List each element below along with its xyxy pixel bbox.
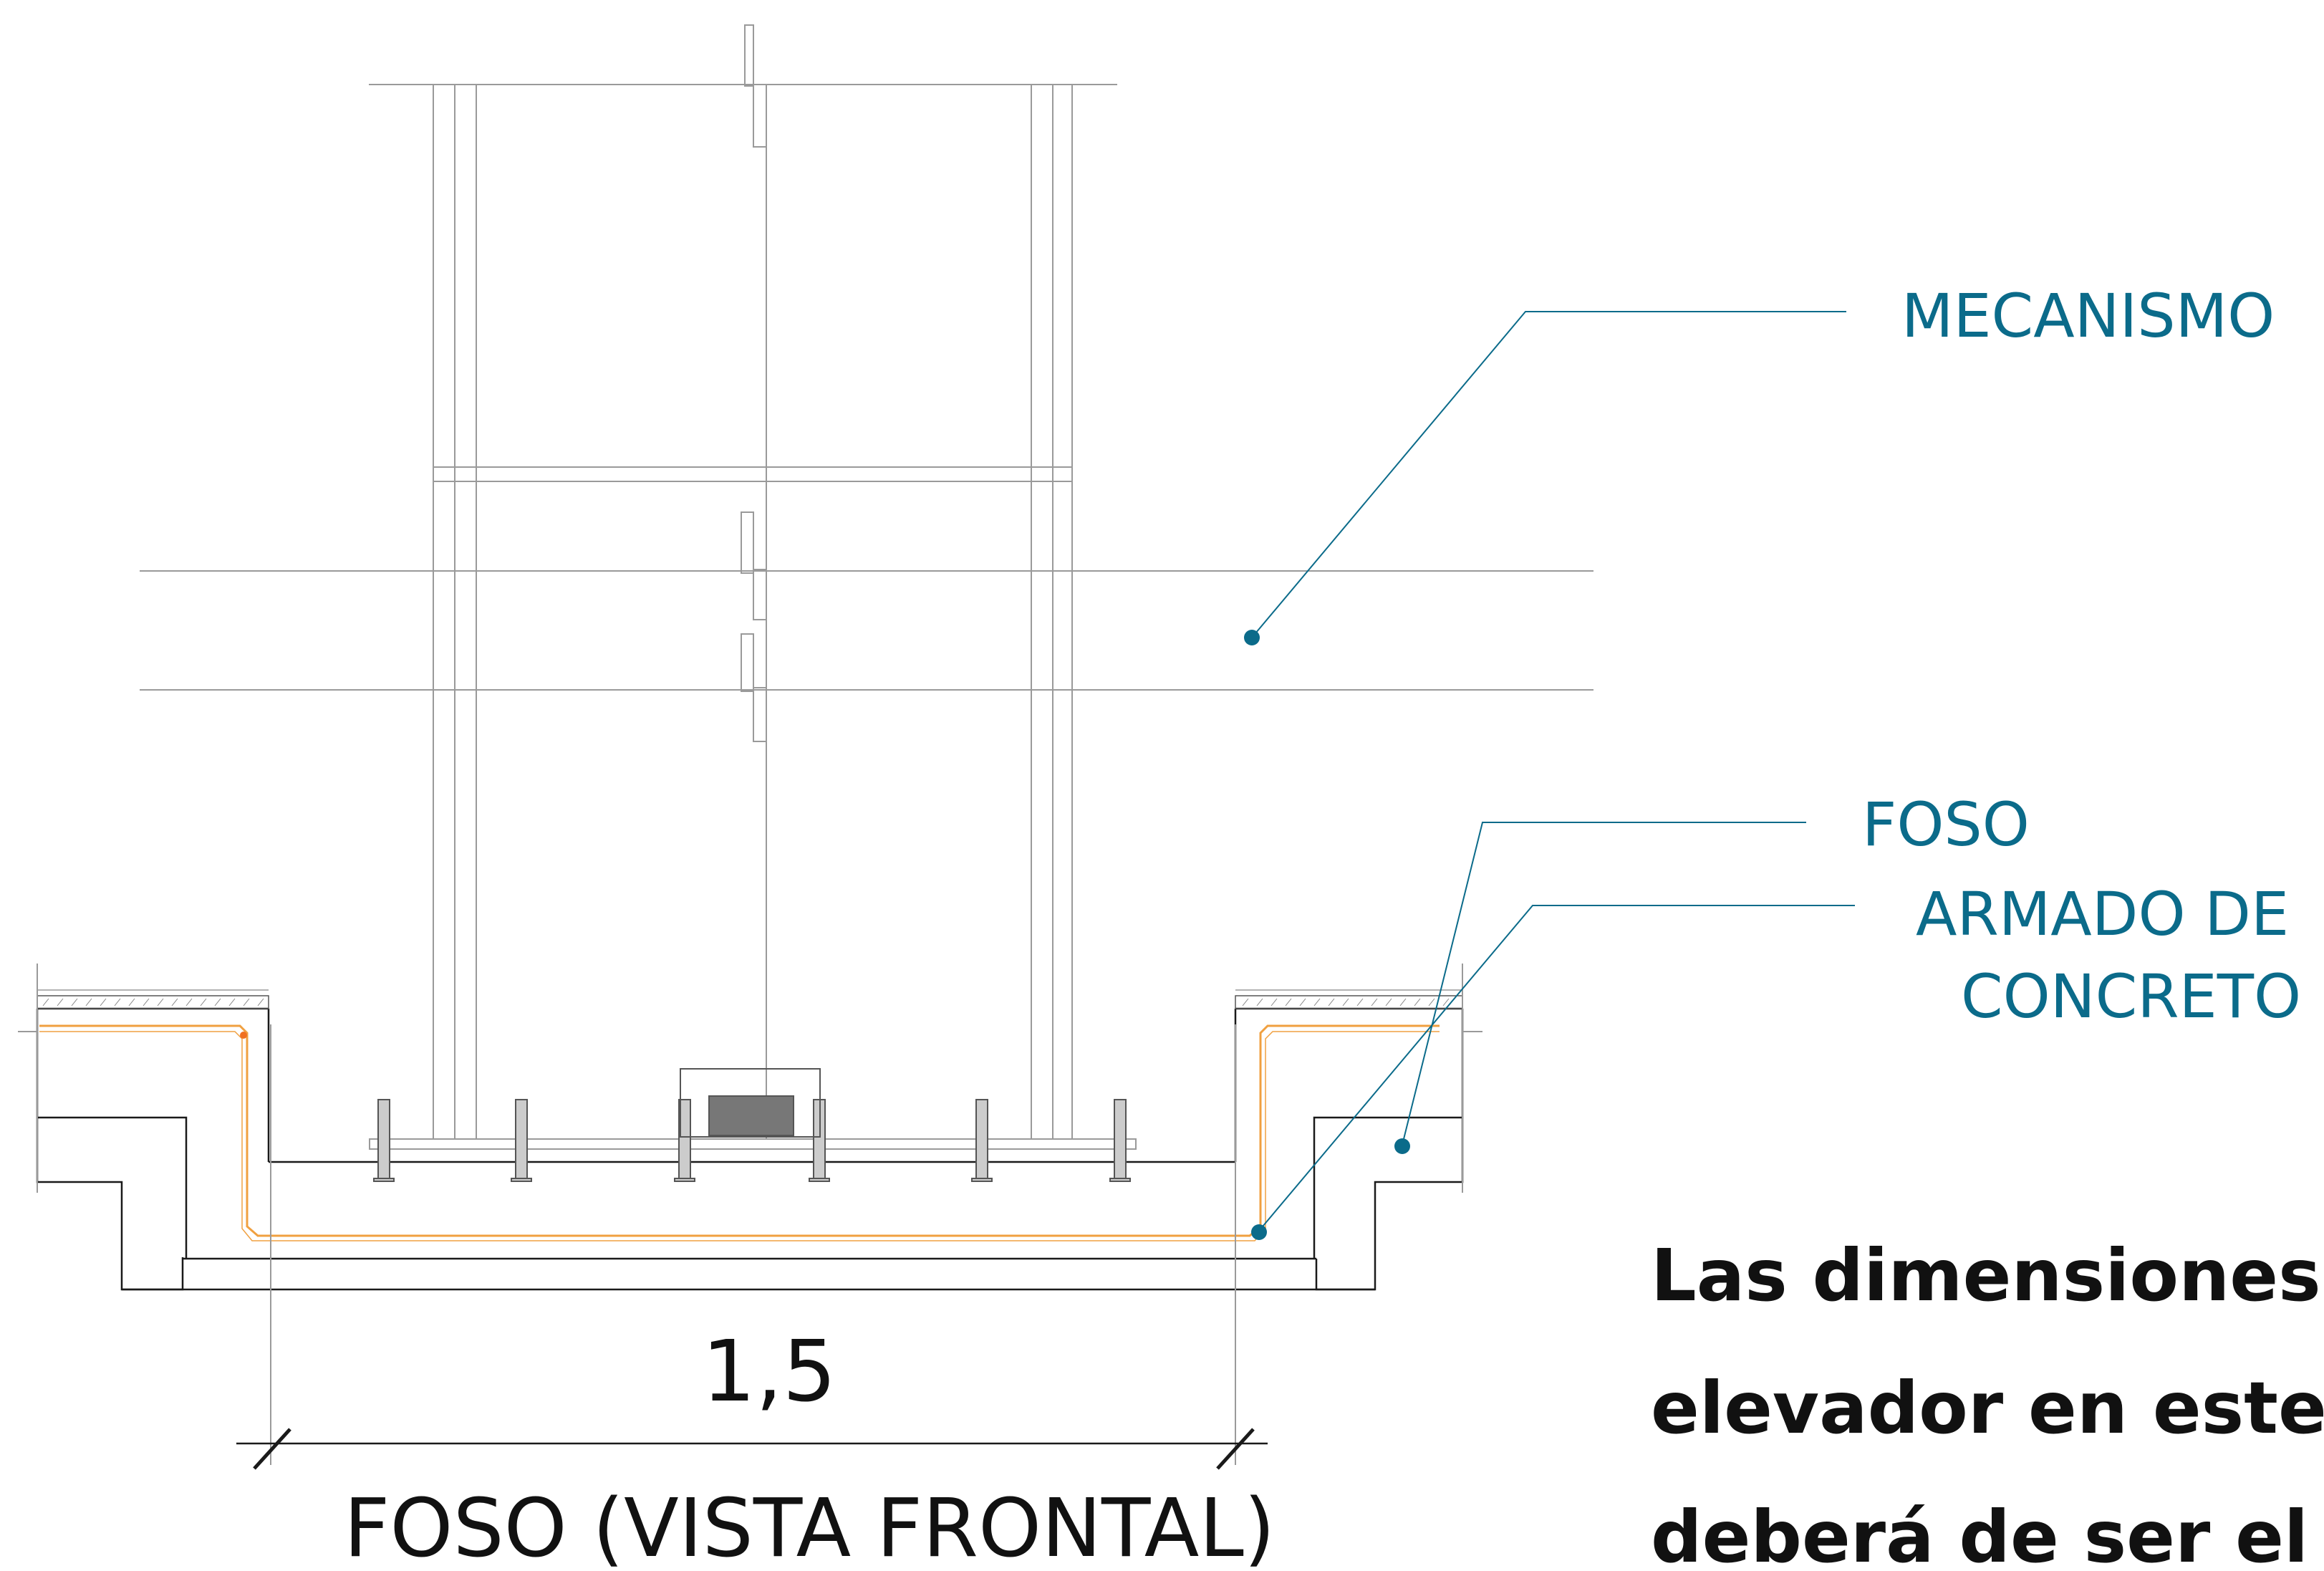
elevator-structure: [140, 24, 1593, 1139]
armado-leader-dot: [1251, 1224, 1267, 1240]
anchor-bolts: [369, 1068, 1137, 1182]
foso-leader-dot: [1394, 1138, 1410, 1154]
slab-finish: [37, 989, 1463, 1009]
dimension-value: 1,5: [702, 1322, 836, 1421]
label-armado-line2: CONCRETO: [1961, 961, 2301, 1032]
leader-lines: [1251, 311, 1855, 1231]
label-foso: FOSO: [1862, 789, 2030, 860]
note-line-1: Las dimensiones: [1651, 1234, 2321, 1317]
rebar-end-marker: [240, 1032, 247, 1039]
label-mecanismo: MECANISMO: [1901, 281, 2275, 351]
note-line-2: elevador en este c: [1651, 1366, 2324, 1450]
dimension-line: [236, 1024, 1268, 1470]
side-reference-lines: [18, 964, 1482, 1193]
drawing-title: FOSO (VISTA FRONTAL): [344, 1482, 1275, 1571]
rebar: [39, 1024, 1440, 1241]
note-line-3: deberá de ser el m: [1651, 1495, 2324, 1571]
label-armado-line1: ARMADO DE: [1916, 879, 2289, 949]
mecanismo-leader-dot: [1244, 630, 1260, 645]
slab-hatch: [42, 998, 1450, 1007]
